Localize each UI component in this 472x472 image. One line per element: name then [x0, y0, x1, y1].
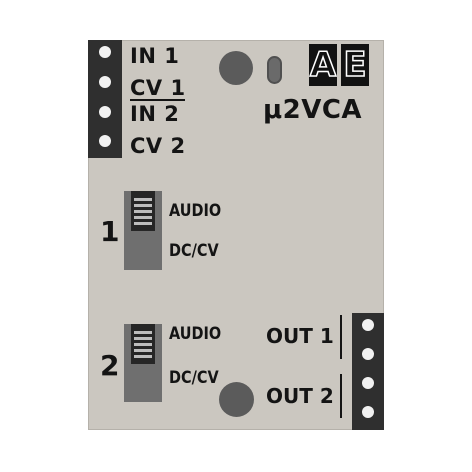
logo-box-a: A — [309, 44, 337, 86]
channel-number-1: 1 — [100, 215, 120, 248]
switch-ridge — [134, 210, 152, 213]
jack-socket-icon[interactable] — [99, 135, 111, 147]
switch-lever — [131, 191, 155, 231]
switch-ridge — [134, 337, 152, 340]
jack-socket-icon[interactable] — [99, 76, 111, 88]
input-divider-line — [130, 99, 185, 101]
toggle-switch-icon[interactable] — [124, 191, 162, 270]
switch-ridge — [134, 216, 152, 219]
switch-ridge — [134, 349, 152, 352]
jack-socket-icon[interactable] — [99, 46, 111, 58]
jack-socket-icon[interactable] — [362, 406, 374, 418]
switch-label-dccv-1: DC/CV — [169, 241, 219, 261]
input-label-cv-1: CV 1 — [130, 76, 186, 100]
jack-socket-icon[interactable] — [99, 106, 111, 118]
output-bracket-1 — [340, 315, 342, 359]
knob-icon[interactable] — [219, 51, 253, 85]
switch-ridge — [134, 343, 152, 346]
output-label-out-1: OUT 1 — [266, 324, 334, 348]
switch-label-audio-2: AUDIO — [169, 324, 222, 344]
switch-ridge — [134, 331, 152, 334]
switch-ridge — [134, 355, 152, 358]
logo-box-e: E — [341, 44, 369, 86]
jack-socket-icon[interactable] — [362, 377, 374, 389]
logo-letter-a: A — [309, 45, 337, 85]
input-label-in-1: IN 1 — [130, 44, 180, 68]
switch-lever — [131, 324, 155, 364]
toggle-switch-icon[interactable] — [124, 324, 162, 402]
output-bracket-2 — [340, 374, 342, 418]
switch-ridge — [134, 204, 152, 207]
switch-label-audio-1: AUDIO — [169, 201, 222, 221]
switch-ridge — [134, 222, 152, 225]
input-label-in-2: IN 2 — [130, 102, 180, 126]
module-name: μ2VCA — [263, 95, 363, 125]
led-icon — [267, 56, 282, 84]
jack-socket-icon[interactable] — [362, 348, 374, 360]
logo-letter-e: E — [343, 45, 368, 85]
input-label-cv-2: CV 2 — [130, 134, 186, 158]
channel-number-2: 2 — [100, 349, 120, 382]
switch-ridge — [134, 198, 152, 201]
switch-label-dccv-2: DC/CV — [169, 368, 219, 388]
output-label-out-2: OUT 2 — [266, 384, 334, 408]
jack-socket-icon[interactable] — [362, 319, 374, 331]
knob-icon[interactable] — [219, 382, 254, 417]
